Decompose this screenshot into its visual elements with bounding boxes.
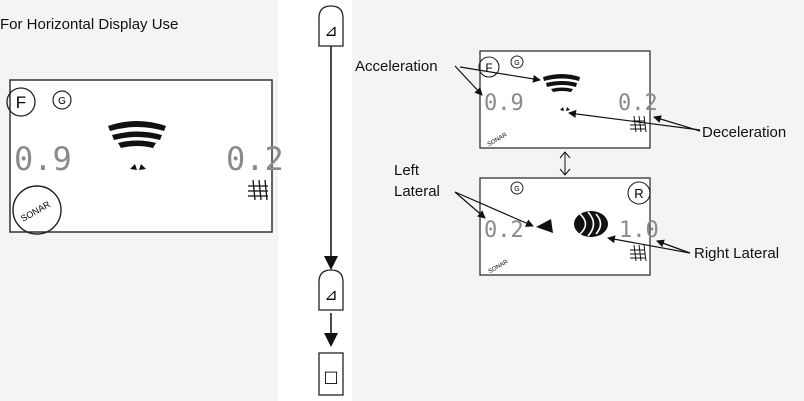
accel-arrow-1 bbox=[454, 65, 483, 96]
accel-wedge-icon bbox=[543, 74, 580, 111]
signal-bars-icon bbox=[248, 179, 268, 201]
up-button-symbol-top: ⊿ bbox=[324, 21, 337, 40]
up-button-top bbox=[318, 5, 344, 47]
lcd-display-accel: F G 0.9 0.2 SONAR bbox=[478, 50, 658, 149]
right-lateral-label: Right Lateral bbox=[694, 245, 780, 262]
f-badge-small: F bbox=[485, 61, 492, 75]
lateral-left-readout: 0.2 bbox=[484, 218, 524, 243]
g-badge-ring bbox=[52, 90, 72, 110]
lateral-right-readout: 1.0 bbox=[619, 218, 659, 243]
decel-arrow-1 bbox=[568, 109, 701, 131]
left-lateral-arrow-2 bbox=[454, 191, 534, 227]
right-lateral-arrow-1 bbox=[607, 235, 691, 254]
annotation-arrows bbox=[454, 65, 701, 254]
right-lateral-wedge-icon bbox=[574, 211, 608, 237]
left-lateral-label-line1: Left bbox=[394, 162, 420, 179]
left-lateral-wedge-icon bbox=[536, 219, 553, 233]
left-lateral-arrow-1 bbox=[454, 191, 486, 219]
up-button-symbol-bottom: ⊿ bbox=[324, 285, 337, 304]
f-badge-ring bbox=[6, 87, 36, 117]
g-badge-lateral: G bbox=[514, 186, 519, 193]
up-button-bottom bbox=[318, 269, 344, 311]
left-lateral-label-line2: Lateral bbox=[394, 183, 440, 200]
right-readout: 0.2 bbox=[226, 140, 284, 178]
decel-arrow-2 bbox=[653, 115, 701, 132]
lcd-display-main: F G 0.9 0.2 SONAR bbox=[6, 79, 284, 235]
left-readout: 0.9 bbox=[14, 140, 72, 178]
accel-right-readout: 0.2 bbox=[618, 91, 658, 116]
lateral-signal-icon bbox=[630, 244, 647, 262]
deceleration-label: Deceleration bbox=[702, 124, 787, 141]
right-lateral-arrow-2 bbox=[656, 239, 691, 254]
swap-arrow-icon bbox=[559, 151, 571, 176]
g-badge: G bbox=[58, 96, 66, 107]
g-badge-small: G bbox=[514, 60, 519, 67]
acceleration-label: Acceleration bbox=[355, 58, 438, 75]
f-badge: F bbox=[16, 93, 26, 112]
stop-button bbox=[318, 352, 344, 396]
sonar-badge-ring bbox=[12, 185, 62, 235]
forward-wedge-icon bbox=[108, 121, 166, 170]
stop-button-symbol: □ bbox=[323, 367, 338, 386]
accel-left-readout: 0.9 bbox=[484, 91, 524, 116]
accel-arrow-2 bbox=[459, 66, 541, 83]
accel-signal-icon bbox=[630, 115, 647, 133]
button-flow: ⊿ ⊿ □ bbox=[318, 5, 344, 396]
r-badge: R bbox=[634, 186, 643, 201]
page-heading: For Horizontal Display Use bbox=[0, 16, 179, 33]
lcd-display-lateral: G R 0.2 1.0 SONAR bbox=[479, 177, 659, 276]
